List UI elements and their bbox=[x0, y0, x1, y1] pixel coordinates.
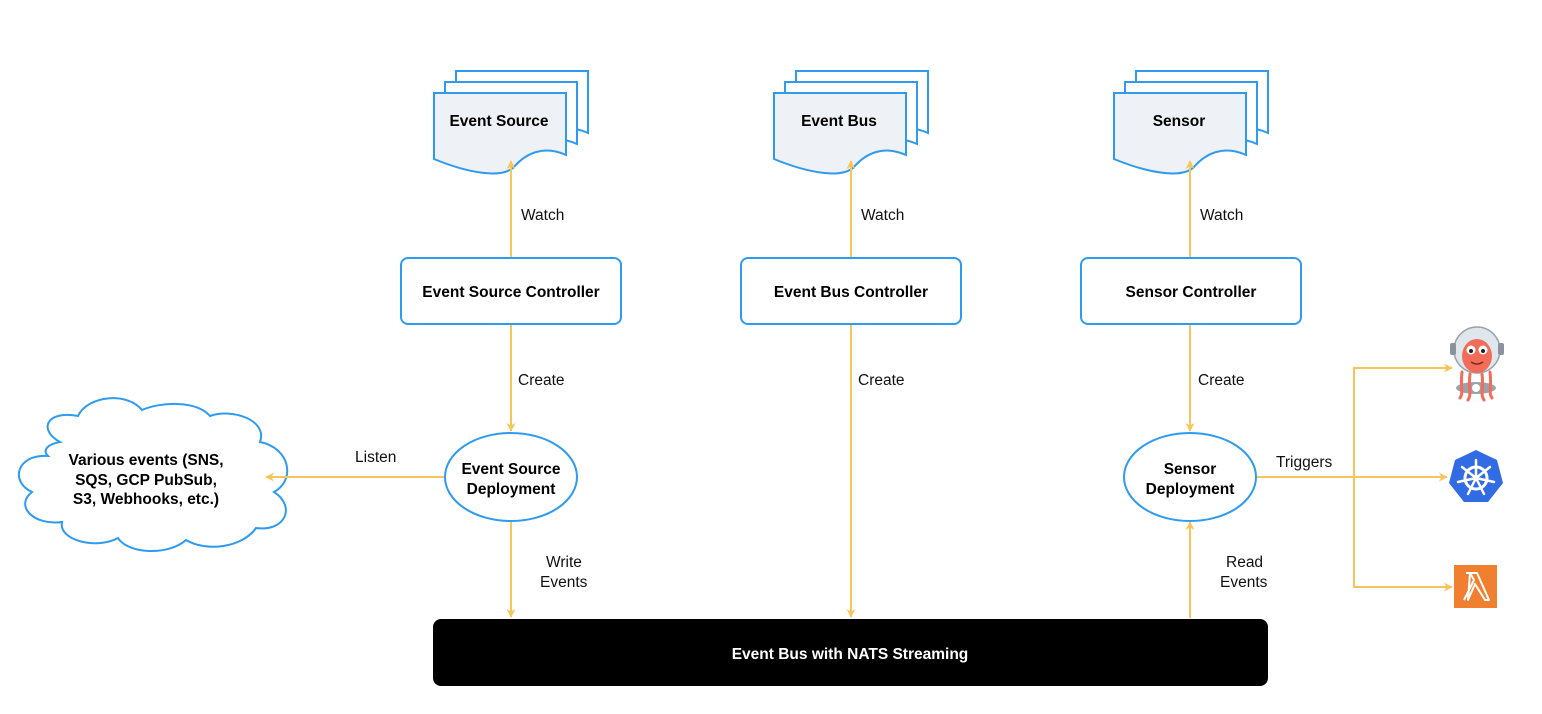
cloud-line-3: S3, Webhooks, etc.) bbox=[73, 491, 219, 508]
write-events-label-line-1: Write bbox=[546, 554, 582, 571]
sensor-deployment-line-2: Deployment bbox=[1146, 481, 1235, 498]
read-events-label-line-1: Read bbox=[1226, 554, 1263, 571]
event-bus-nats-label: Event Bus with NATS Streaming bbox=[732, 646, 969, 663]
cloud-line-1: Various events (SNS, bbox=[68, 452, 223, 469]
sensor-controller: Sensor Controller bbox=[1080, 257, 1302, 325]
event-bus-controller: Event Bus Controller bbox=[740, 257, 962, 325]
sensor-doc: Sensor bbox=[1113, 70, 1269, 175]
sensor-deployment: Sensor Deployment bbox=[1123, 432, 1257, 522]
watch-label-2: Watch bbox=[861, 207, 904, 224]
event-bus-doc-label: Event Bus bbox=[801, 113, 877, 130]
event-source-deployment-line-2: Deployment bbox=[467, 481, 556, 498]
event-sources-cloud: Various events (SNS, SQS, GCP PubSub, S3… bbox=[17, 397, 289, 552]
create-label-2: Create bbox=[858, 372, 905, 389]
sensor-doc-label: Sensor bbox=[1153, 113, 1206, 130]
event-source-doc: Event Source bbox=[433, 70, 589, 175]
cloud-line-2: SQS, GCP PubSub, bbox=[75, 472, 217, 489]
read-events-label-line-2: Events bbox=[1220, 574, 1268, 591]
trigger-arrow-lambda bbox=[1353, 477, 1453, 592]
event-bus-doc: Event Bus bbox=[773, 70, 929, 175]
watch-label-3: Watch bbox=[1200, 207, 1243, 224]
event-source-deployment: Event Source Deployment bbox=[444, 432, 578, 522]
event-source-doc-label: Event Source bbox=[449, 113, 548, 130]
sensor-controller-label: Sensor Controller bbox=[1126, 284, 1257, 301]
listen-label: Listen bbox=[355, 449, 396, 466]
create-label-3: Create bbox=[1198, 372, 1245, 389]
event-source-controller: Event Source Controller bbox=[400, 257, 622, 325]
trigger-arrow-argo bbox=[1353, 363, 1453, 477]
create-label-1: Create bbox=[518, 372, 565, 389]
watch-label-1: Watch bbox=[521, 207, 564, 224]
triggers-label: Triggers bbox=[1276, 454, 1333, 471]
event-source-deployment-line-1: Event Source bbox=[461, 461, 560, 478]
aws-lambda-icon bbox=[1454, 565, 1497, 608]
event-bus-nats: Event Bus with NATS Streaming bbox=[433, 619, 1268, 686]
kubernetes-icon bbox=[1449, 450, 1503, 502]
argo-workflows-icon bbox=[1450, 326, 1504, 402]
sensor-deployment-line-1: Sensor bbox=[1164, 461, 1217, 478]
event-source-controller-label: Event Source Controller bbox=[422, 284, 599, 301]
write-events-label-line-2: Events bbox=[540, 574, 588, 591]
event-bus-controller-label: Event Bus Controller bbox=[774, 284, 928, 301]
